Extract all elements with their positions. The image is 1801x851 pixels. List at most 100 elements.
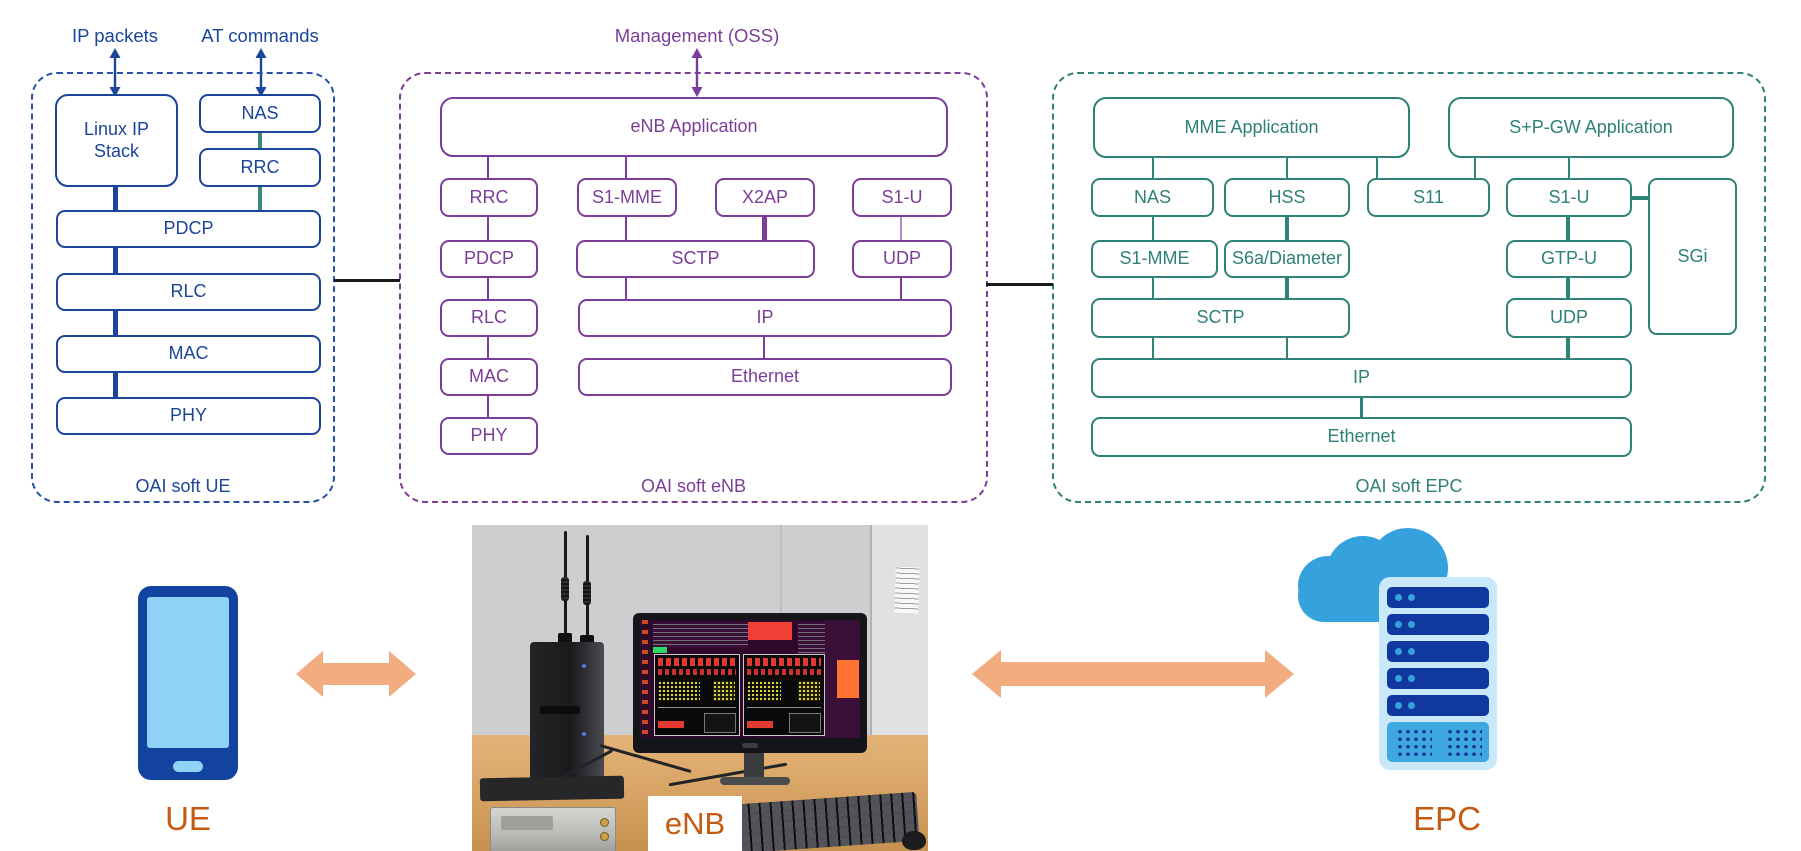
sma-connector: [600, 818, 609, 827]
ue-bottom-label: UE: [165, 800, 211, 837]
connector-s1mme-sctp: [625, 217, 627, 241]
enb-rrc-box: RRC: [440, 178, 538, 217]
connector-x2ap-sctp: [762, 217, 767, 241]
connector-ip-ethernet-epc: [1360, 398, 1363, 418]
yellow-constellation: [798, 681, 820, 701]
connector-gtpu-udp: [1566, 278, 1570, 299]
epc-s11-box: S11: [1367, 178, 1490, 217]
orange-plot-block: [837, 660, 859, 698]
ue-mac-box: MAC: [56, 335, 321, 373]
scope-panel: [743, 654, 825, 736]
ue-rlc-box: RLC: [56, 273, 321, 311]
mini-chart: [704, 713, 736, 733]
enb-sctp-box: SCTP: [576, 240, 815, 278]
connector-s6a-sctp: [1285, 278, 1289, 299]
epc-hss-box: HSS: [1224, 178, 1350, 217]
red-bars: [747, 658, 821, 666]
connector-enbapp-rrc: [487, 156, 489, 179]
connector-sctp-ip-right: [1286, 338, 1288, 359]
connector-s1u-udp: [900, 217, 902, 241]
connector-mmeapp-nas: [1152, 158, 1154, 179]
ue-pdcp-box: PDCP: [56, 210, 321, 248]
epc-ethernet-box: Ethernet: [1091, 417, 1632, 457]
tower-led: [582, 732, 586, 736]
epc-mme-application-box: MME Application: [1093, 97, 1410, 158]
enb-s1mme-box: S1-MME: [577, 178, 677, 217]
server-vent: [1387, 722, 1489, 762]
grid-line: [658, 707, 736, 708]
red-bars: [747, 669, 821, 675]
enb-section-label: OAI soft eNB: [640, 476, 747, 496]
epc-s1u-box: S1-U: [1506, 178, 1632, 217]
connector-s1mme-sctp-epc: [1152, 278, 1154, 299]
connector-mmeapp-hss: [1286, 158, 1288, 179]
red-bars: [658, 669, 736, 675]
enb-pdcp-box: PDCP: [440, 240, 538, 278]
ue-enb-link-line: [334, 279, 400, 282]
tower-led: [582, 664, 586, 668]
enb-bottom-label-box: eNB: [648, 796, 742, 851]
wall-seam: [780, 525, 782, 615]
server-rack-icon: [1379, 577, 1497, 770]
ue-section-box: [31, 72, 335, 503]
enb-udp-box: UDP: [852, 240, 952, 278]
enb-s1u-box: S1-U: [852, 178, 952, 217]
connector-mac-phy: [113, 373, 118, 398]
ue-phy-box: PHY: [56, 397, 321, 435]
server-slot: [1387, 614, 1489, 635]
connector-pdcp-rlc-enb: [487, 278, 489, 300]
epc-ip-box: IP: [1091, 358, 1632, 398]
at-commands-label: AT commands: [201, 25, 319, 46]
ubuntu-launcher-strip: [640, 620, 650, 738]
enb-section-box: [399, 72, 988, 503]
grid-line: [747, 707, 821, 708]
red-bars: [658, 658, 736, 666]
monitor-screen: [640, 620, 860, 738]
scope-panel: [654, 654, 740, 736]
mini-chart: [789, 713, 821, 733]
epc-spgw-application-box: S+P-GW Application: [1448, 97, 1734, 158]
connector-s1u-gtpu: [1566, 217, 1570, 241]
yellow-scatter: [658, 681, 700, 701]
red-footer-block: [747, 721, 773, 728]
ip-packets-label: IP packets: [71, 25, 159, 46]
monitor: [633, 613, 867, 753]
enb-ethernet-box: Ethernet: [578, 358, 952, 396]
sma-connector: [600, 832, 609, 841]
monitor-stand: [744, 753, 764, 779]
mouse: [902, 831, 926, 850]
enb-x2ap-box: X2AP: [715, 178, 815, 217]
connector-ip-ethernet: [763, 337, 765, 359]
connector-rrc-pdcp: [258, 187, 262, 211]
server-slot: [1387, 695, 1489, 716]
power-strip: [479, 775, 625, 802]
enb-phy-box: PHY: [440, 417, 538, 455]
server-slot: [1387, 668, 1489, 689]
connector-rrc-pdcp-enb: [487, 217, 489, 241]
connector-sctp-ip-left: [1152, 338, 1154, 359]
epc-section-label: OAI soft EPC: [1355, 476, 1463, 496]
ue-rrc-box: RRC: [199, 148, 321, 187]
red-footer-block: [658, 721, 684, 728]
connector-s1u-sgi: [1630, 196, 1650, 200]
epc-nas-box: NAS: [1091, 178, 1214, 217]
phone-home-button: [173, 761, 203, 772]
usrp-sdr-box: [490, 807, 616, 851]
wall-paper-note: [891, 562, 923, 618]
epc-sgi-box: SGi: [1648, 178, 1737, 335]
terminal-window: [650, 620, 751, 651]
tower-drive-slot: [540, 706, 580, 714]
connector-udp-ip: [900, 278, 902, 300]
ue-section-label: OAI soft UE: [135, 476, 231, 496]
connector-nas-rrc: [258, 133, 262, 149]
phone-screen: [147, 597, 229, 748]
connector-linux-pdcp: [113, 187, 118, 211]
door-background: [870, 525, 928, 739]
epc-bottom-label: EPC: [1413, 800, 1481, 837]
enb-bottom-label: eNB: [664, 805, 726, 841]
connector-pdcp-rlc: [113, 248, 118, 274]
usrp-label: [501, 816, 553, 830]
monitor-stand-base: [720, 777, 790, 785]
epc-section-box: [1052, 72, 1766, 503]
